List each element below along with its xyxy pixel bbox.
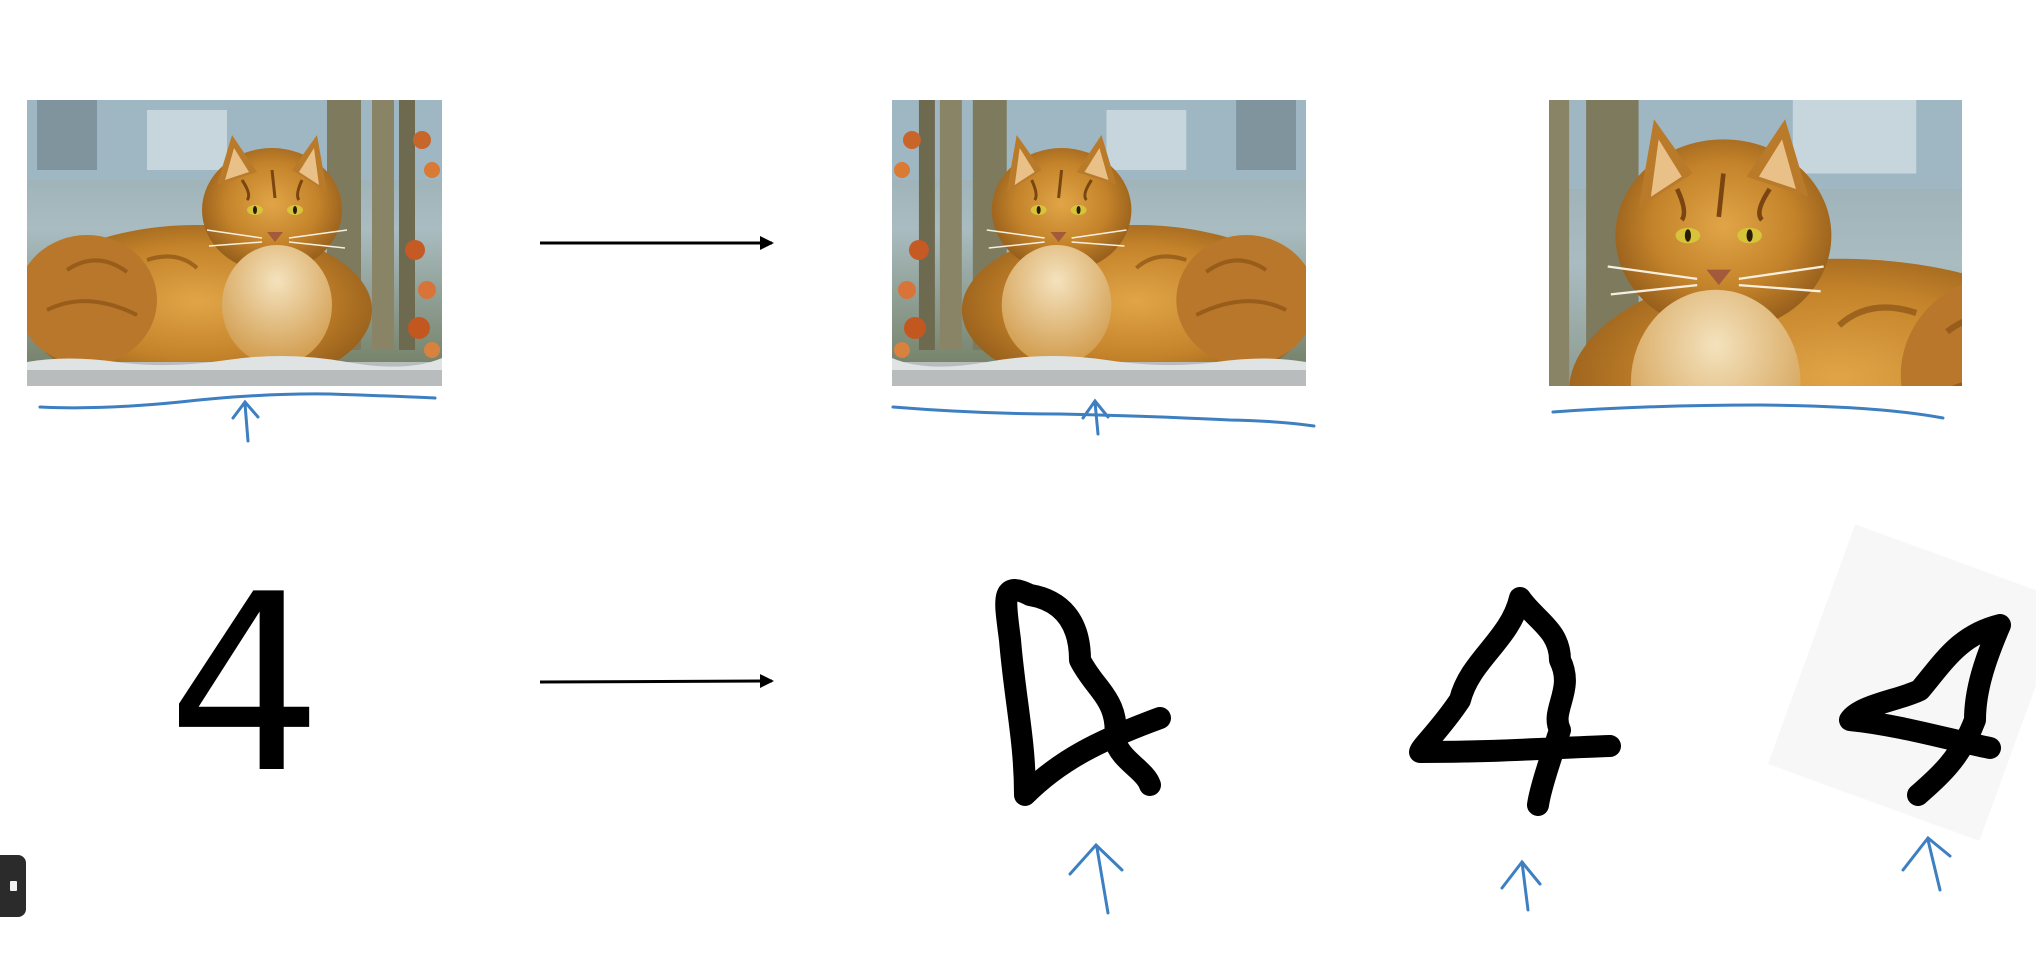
handwritten-digit-2	[1409, 587, 1621, 816]
handwritten-digit-3	[1839, 614, 2011, 806]
pointer-arrow-mirrored-cat	[1081, 398, 1110, 436]
transform-arrow-bottom	[539, 674, 774, 689]
pointer-arrow-digit-1	[1068, 842, 1124, 915]
video-control-button[interactable]	[0, 855, 26, 917]
printed-digit-four: 4	[167, 542, 323, 827]
underline-cropped-cat	[1551, 403, 1945, 420]
video-control-icon	[10, 881, 17, 891]
handwritten-digit-1	[995, 579, 1171, 806]
pointer-arrow-digit-3	[1901, 835, 1952, 892]
rotated-digit-background	[1767, 524, 2036, 841]
pointer-arrow-original-cat	[231, 399, 260, 443]
underline-original-cat	[38, 392, 437, 410]
pointer-arrow-digit-2	[1500, 859, 1542, 912]
underline-mirrored-cat	[891, 405, 1316, 428]
